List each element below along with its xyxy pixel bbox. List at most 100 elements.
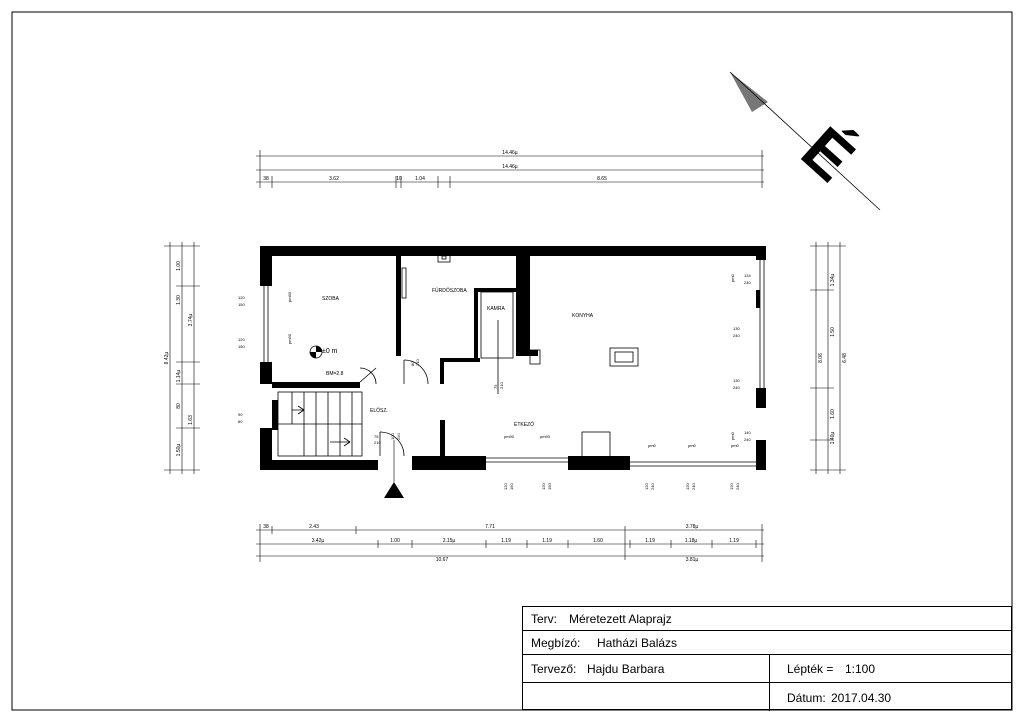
dim-bottom: 1.19 (501, 538, 511, 544)
opening-size: 240 (650, 483, 655, 490)
dim-right: 1.40µ (830, 432, 836, 445)
opening-size: 240 (744, 280, 751, 285)
opening-size: 120 (644, 483, 649, 490)
room-etkezo: ÉTKEZŐ (514, 421, 534, 428)
opening-size: 120 (238, 295, 245, 300)
dim-right: 1.34µ (830, 274, 836, 287)
opening-size: 75 (493, 384, 498, 389)
dim-bottom: 1.19 (542, 538, 552, 544)
interior-lines (263, 251, 765, 467)
opening-size: 150 (238, 344, 245, 349)
dim-right: 8.06 (818, 353, 824, 363)
window-tag: pm90 (504, 434, 515, 439)
dim-bottom: 3.42µ (312, 538, 325, 544)
opening-size: 75 (374, 434, 379, 439)
opening-size: 120 (238, 337, 245, 342)
opening-sizes: 120 150 120 150 90 80 134 240 130 240 13… (238, 273, 751, 490)
dimension-lines (164, 150, 846, 562)
date-value: 2017.04.30 (831, 691, 892, 705)
dim-bottom: 1.00 (390, 538, 400, 544)
opening-size: 150 (238, 302, 245, 307)
megbizo-label: Megbízó: (531, 636, 581, 650)
title-row-tervezo: Tervező: Hajdu Barbara Lépték = 1:100 (523, 655, 1011, 683)
room-szoba: SZOBA (322, 296, 340, 302)
opening-size: 210 (499, 382, 504, 389)
opening-size: 210 (374, 440, 381, 445)
dimension-texts: 14.46µ 14.46µ 38 3.62 10 1.04 8.65 38 2.… (263, 150, 739, 563)
opening-size: 90 (238, 412, 243, 417)
dim-left: 1.00 (176, 261, 182, 271)
dim-right: 1.50 (830, 327, 836, 337)
dim-left: 1.50µ (176, 444, 182, 457)
dim-bottom: 3.81µ (686, 557, 699, 563)
dim-top-overall: 14.46µ (502, 150, 518, 156)
room-konyha: KONYHA (572, 313, 594, 319)
staircase (277, 391, 363, 457)
scale-label: Lépték = (787, 662, 834, 676)
dim-top-segment: 8.65 (597, 176, 607, 182)
dim-top-segment: 38 (263, 176, 269, 182)
walls (260, 246, 766, 470)
north-label: É (788, 113, 868, 195)
window-tag: pm90 (540, 434, 551, 439)
tervezo-label: Tervező: (531, 662, 577, 676)
dim-left: 1.14µ (176, 370, 182, 383)
dim-right: 6.48 (842, 353, 848, 363)
level-marker: ±0 m BM=2.8 (309, 345, 344, 377)
opening-size: 240 (733, 385, 740, 390)
scale-value: 1:100 (845, 662, 876, 676)
opening-size: 240 (691, 483, 696, 490)
dim-bottom: 1.60 (593, 538, 603, 544)
opening-size: 120 (541, 483, 546, 490)
opening-size: 150 (509, 483, 514, 490)
dim-bottom: 2.15µ (443, 538, 456, 544)
dim-bottom: 7.71 (485, 524, 495, 530)
opening-size: 120 (729, 483, 734, 490)
room-furdoszoba: FÜRDŐSZOBA (432, 287, 467, 294)
terv-label: Terv: (531, 612, 558, 626)
opening-size: 120 (503, 483, 508, 490)
opening-size: 100 (390, 433, 395, 440)
dim-bottom: 1.19 (729, 538, 739, 544)
opening-size: 130 (733, 326, 740, 331)
opening-size: 140 (744, 430, 751, 435)
opening-size: 240 (744, 437, 751, 442)
dim-top-overall: 14.46µ (502, 164, 518, 170)
title-block: Terv: Méretezett Alaprajz Megbízó: Hathá… (522, 606, 1012, 711)
terv-value: Méretezett Alaprajz (569, 612, 672, 626)
opening-size: 80 (238, 419, 243, 424)
window-tag: pm0 (730, 431, 735, 440)
dim-left: 8.42µ (164, 352, 170, 365)
dim-bottom: 3.78µ (686, 524, 699, 530)
opening-size: 130 (733, 378, 740, 383)
north-arrow: É (729, 71, 881, 211)
window-tag: pm90 (287, 333, 292, 344)
window-tag: pm0 (730, 273, 735, 282)
tervezo-value: Hajdu Barbara (587, 662, 665, 676)
dim-bottom: 2.43 (309, 524, 319, 530)
window-tag: pm0 (648, 443, 657, 448)
north-arrow-icon (730, 72, 768, 112)
dim-top-segment: 10 (396, 176, 402, 182)
title-row-megbizo: Megbízó: Hatházi Balázs (523, 631, 1011, 655)
dimension-texts-left: 8.42µ 1.00 1.30 3.74µ 1.14µ 80 1.63 1.50… (164, 261, 194, 456)
sheet-border (11, 11, 1013, 711)
dim-bottom: 10.67 (436, 557, 449, 563)
window-tags: pm90 pm90 pm90 pm90 pm0 pm0 pm0 pm0 pm0 (287, 273, 740, 448)
dim-bottom: 38 (263, 524, 269, 530)
dim-top-segment: 3.62 (329, 176, 339, 182)
opening-size: 120 (685, 483, 690, 490)
window-tag: pm0 (731, 443, 740, 448)
dim-right: 1.60 (830, 409, 836, 419)
opening-size: 240 (733, 333, 740, 338)
room-labels: SZOBA FÜRDŐSZOBA KAMRA KONYHA ELŐSZ. ÉTK… (322, 287, 594, 428)
dim-left: 3.74µ (188, 314, 194, 327)
room-elosz: ELŐSZ. (370, 407, 388, 414)
level-mark: ±0 m (322, 348, 338, 355)
megbizo-value: Hatházi Balázs (597, 636, 678, 650)
window-tag: pm0 (688, 443, 697, 448)
opening-size: 80 (410, 361, 415, 366)
opening-size: 210 (415, 359, 420, 366)
date-label: Dátum: (787, 691, 826, 705)
